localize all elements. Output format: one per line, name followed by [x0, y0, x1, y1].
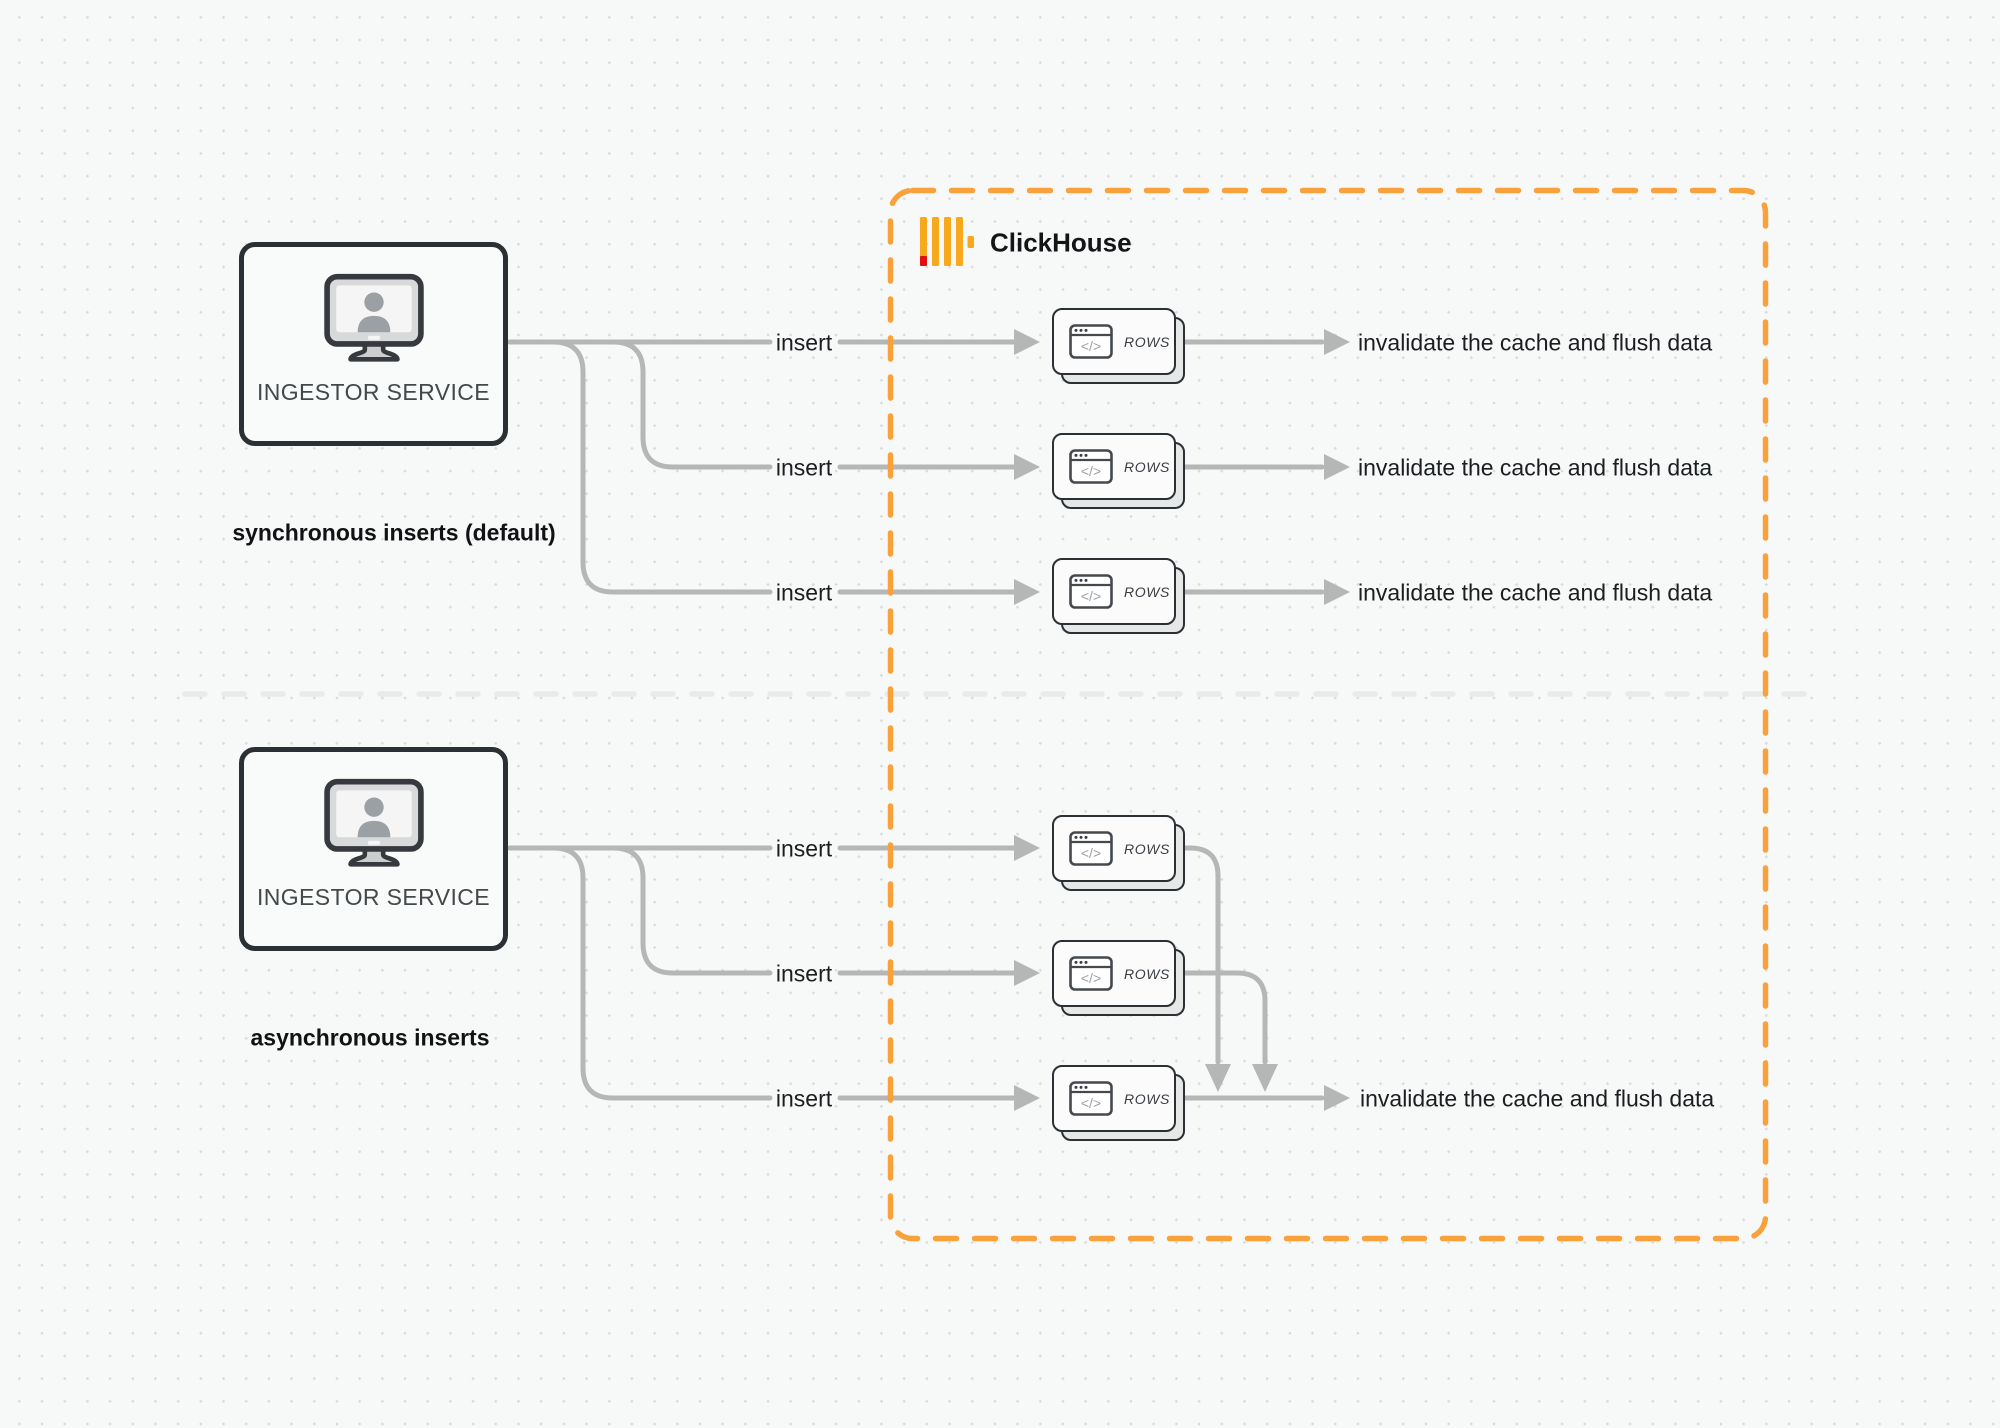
rows-label: ROWS	[1124, 333, 1170, 350]
ingestor-service-node-async: INGESTOR SERVICE	[239, 747, 508, 951]
browser-code-icon: </>	[1069, 574, 1113, 609]
rows-label: ROWS	[1124, 965, 1170, 982]
monitor-user-icon	[323, 273, 424, 362]
rows-card: </> ROWS	[1052, 940, 1185, 1016]
svg-text:</>: </>	[1081, 463, 1101, 479]
rows-card: </> ROWS	[1052, 433, 1185, 509]
rows-label: ROWS	[1124, 583, 1170, 600]
insert-label: insert	[775, 579, 833, 606]
rows-card: </> ROWS	[1052, 1065, 1185, 1141]
svg-text:</>: </>	[1081, 338, 1101, 354]
browser-code-icon: </>	[1069, 449, 1113, 484]
rows-label: ROWS	[1124, 840, 1170, 857]
browser-code-icon: </>	[1069, 956, 1113, 991]
result-label: invalidate the cache and flush data	[1358, 454, 1713, 481]
insert-label: insert	[775, 454, 833, 481]
svg-text:</>: </>	[1081, 1095, 1101, 1111]
insert-label: insert	[775, 960, 833, 987]
browser-code-icon: </>	[1069, 1081, 1113, 1116]
rows-label: ROWS	[1124, 458, 1170, 475]
sync-connectors	[507, 339, 1325, 595]
insert-label: insert	[775, 835, 833, 862]
rows-card: </> ROWS	[1052, 558, 1185, 634]
insert-label: insert	[775, 329, 833, 356]
monitor-user-icon	[323, 778, 424, 867]
async-connectors	[507, 845, 1325, 1101]
clickhouse-title: ClickHouse	[990, 227, 1132, 258]
sync-arrowheads	[1014, 329, 1350, 605]
async-arrowheads	[1014, 835, 1350, 1111]
rows-card: </> ROWS	[1052, 815, 1185, 891]
async-caption: asynchronous inserts	[250, 1024, 490, 1051]
rows-card: </> ROWS	[1052, 308, 1185, 384]
result-label: invalidate the cache and flush data	[1358, 329, 1713, 356]
insert-label: insert	[775, 1085, 833, 1112]
result-label: invalidate the cache and flush data	[1360, 1085, 1715, 1112]
ingestor-service-node-sync: INGESTOR SERVICE	[239, 242, 508, 446]
rows-label: ROWS	[1124, 1090, 1170, 1107]
svg-text:</>: </>	[1081, 588, 1101, 604]
result-label: invalidate the cache and flush data	[1358, 579, 1713, 606]
service-label: INGESTOR SERVICE	[256, 379, 491, 405]
svg-text:</>: </>	[1081, 845, 1101, 861]
sync-caption: synchronous inserts (default)	[232, 519, 556, 546]
browser-code-icon: </>	[1069, 324, 1113, 359]
service-label: INGESTOR SERVICE	[256, 884, 491, 910]
clickhouse-logo-icon	[920, 217, 974, 266]
svg-text:</>: </>	[1081, 970, 1101, 986]
browser-code-icon: </>	[1069, 831, 1113, 866]
clickhouse-dashed-frame	[887, 187, 1769, 1242]
